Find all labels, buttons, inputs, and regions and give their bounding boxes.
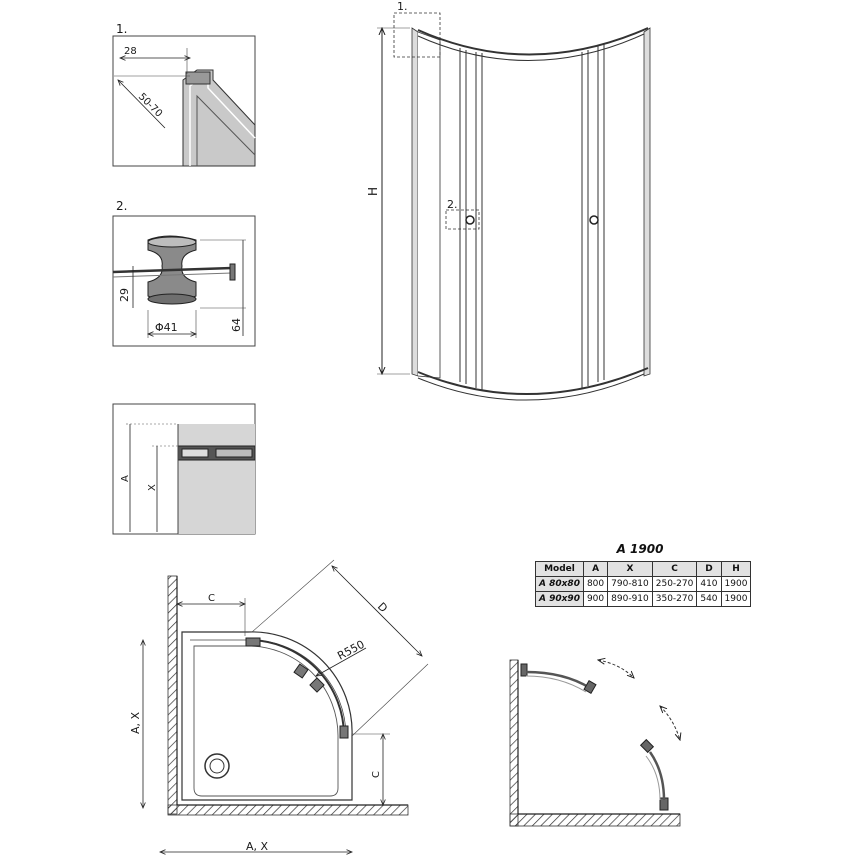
detail-3-label-a: A — [120, 475, 131, 482]
table-cell: 1900 — [720, 591, 752, 607]
plan-radius: R550 — [335, 638, 366, 663]
table-cell: 790-810 — [607, 576, 653, 592]
table-cell: 1900 — [720, 576, 752, 592]
detail-3-frame — [112, 403, 256, 535]
detail-2-frame: 2. — [112, 199, 256, 347]
table-cell: 900 — [582, 591, 609, 607]
table-cell: 350-270 — [651, 591, 698, 607]
detail-1-label: 1. — [116, 22, 127, 36]
plan-dim-d: D — [375, 600, 390, 615]
table-header: X — [607, 561, 653, 577]
front-callout-1: 1. — [397, 0, 408, 13]
table-header: C — [651, 561, 698, 577]
table-header: Model — [535, 561, 584, 577]
front-callout-2: 2. — [447, 198, 458, 211]
table-cell-model: A 90x90 — [535, 591, 584, 607]
table-cell: 800 — [582, 576, 609, 592]
plan-dim-ax-bottom: A, X — [246, 840, 269, 853]
plan-view — [143, 559, 429, 852]
table-header: D — [696, 561, 722, 577]
detail-2-dim-diameter: Φ41 — [155, 321, 178, 334]
front-dim-h: H — [366, 187, 380, 196]
front-view — [377, 12, 651, 401]
table-row: A 80x80 800 790-810 250-270 410 1900 — [535, 576, 752, 592]
opening-diagram — [509, 660, 680, 827]
table-cell: 250-270 — [651, 576, 698, 592]
detail-3-label-x: X — [147, 484, 158, 491]
detail-1-dim-28: 28 — [124, 46, 137, 57]
plan-dim-ax-side: A, X — [129, 711, 142, 734]
table-title: A 1900 — [616, 542, 664, 556]
table-cell: 540 — [696, 591, 722, 607]
table-cell-model: A 80x80 — [535, 576, 584, 592]
table-header-row: Model A X C D H — [535, 561, 752, 577]
plan-dim-c-top: C — [208, 593, 215, 604]
table-cell: 410 — [696, 576, 722, 592]
dimensions-table: Model A X C D H A 80x80 800 790-810 250-… — [535, 561, 752, 607]
detail-2-dim-29: 29 — [118, 288, 131, 302]
detail-2-dim-64: 64 — [230, 318, 243, 332]
table-header: A — [582, 561, 609, 577]
table-row: A 90x90 900 890-910 350-270 540 1900 — [535, 591, 752, 607]
detail-1-frame-top: 1. — [112, 22, 256, 167]
plan-dim-c-side: C — [371, 771, 382, 778]
table-header: H — [720, 561, 752, 577]
detail-2-label: 2. — [116, 199, 127, 213]
table-cell: 890-910 — [607, 591, 653, 607]
